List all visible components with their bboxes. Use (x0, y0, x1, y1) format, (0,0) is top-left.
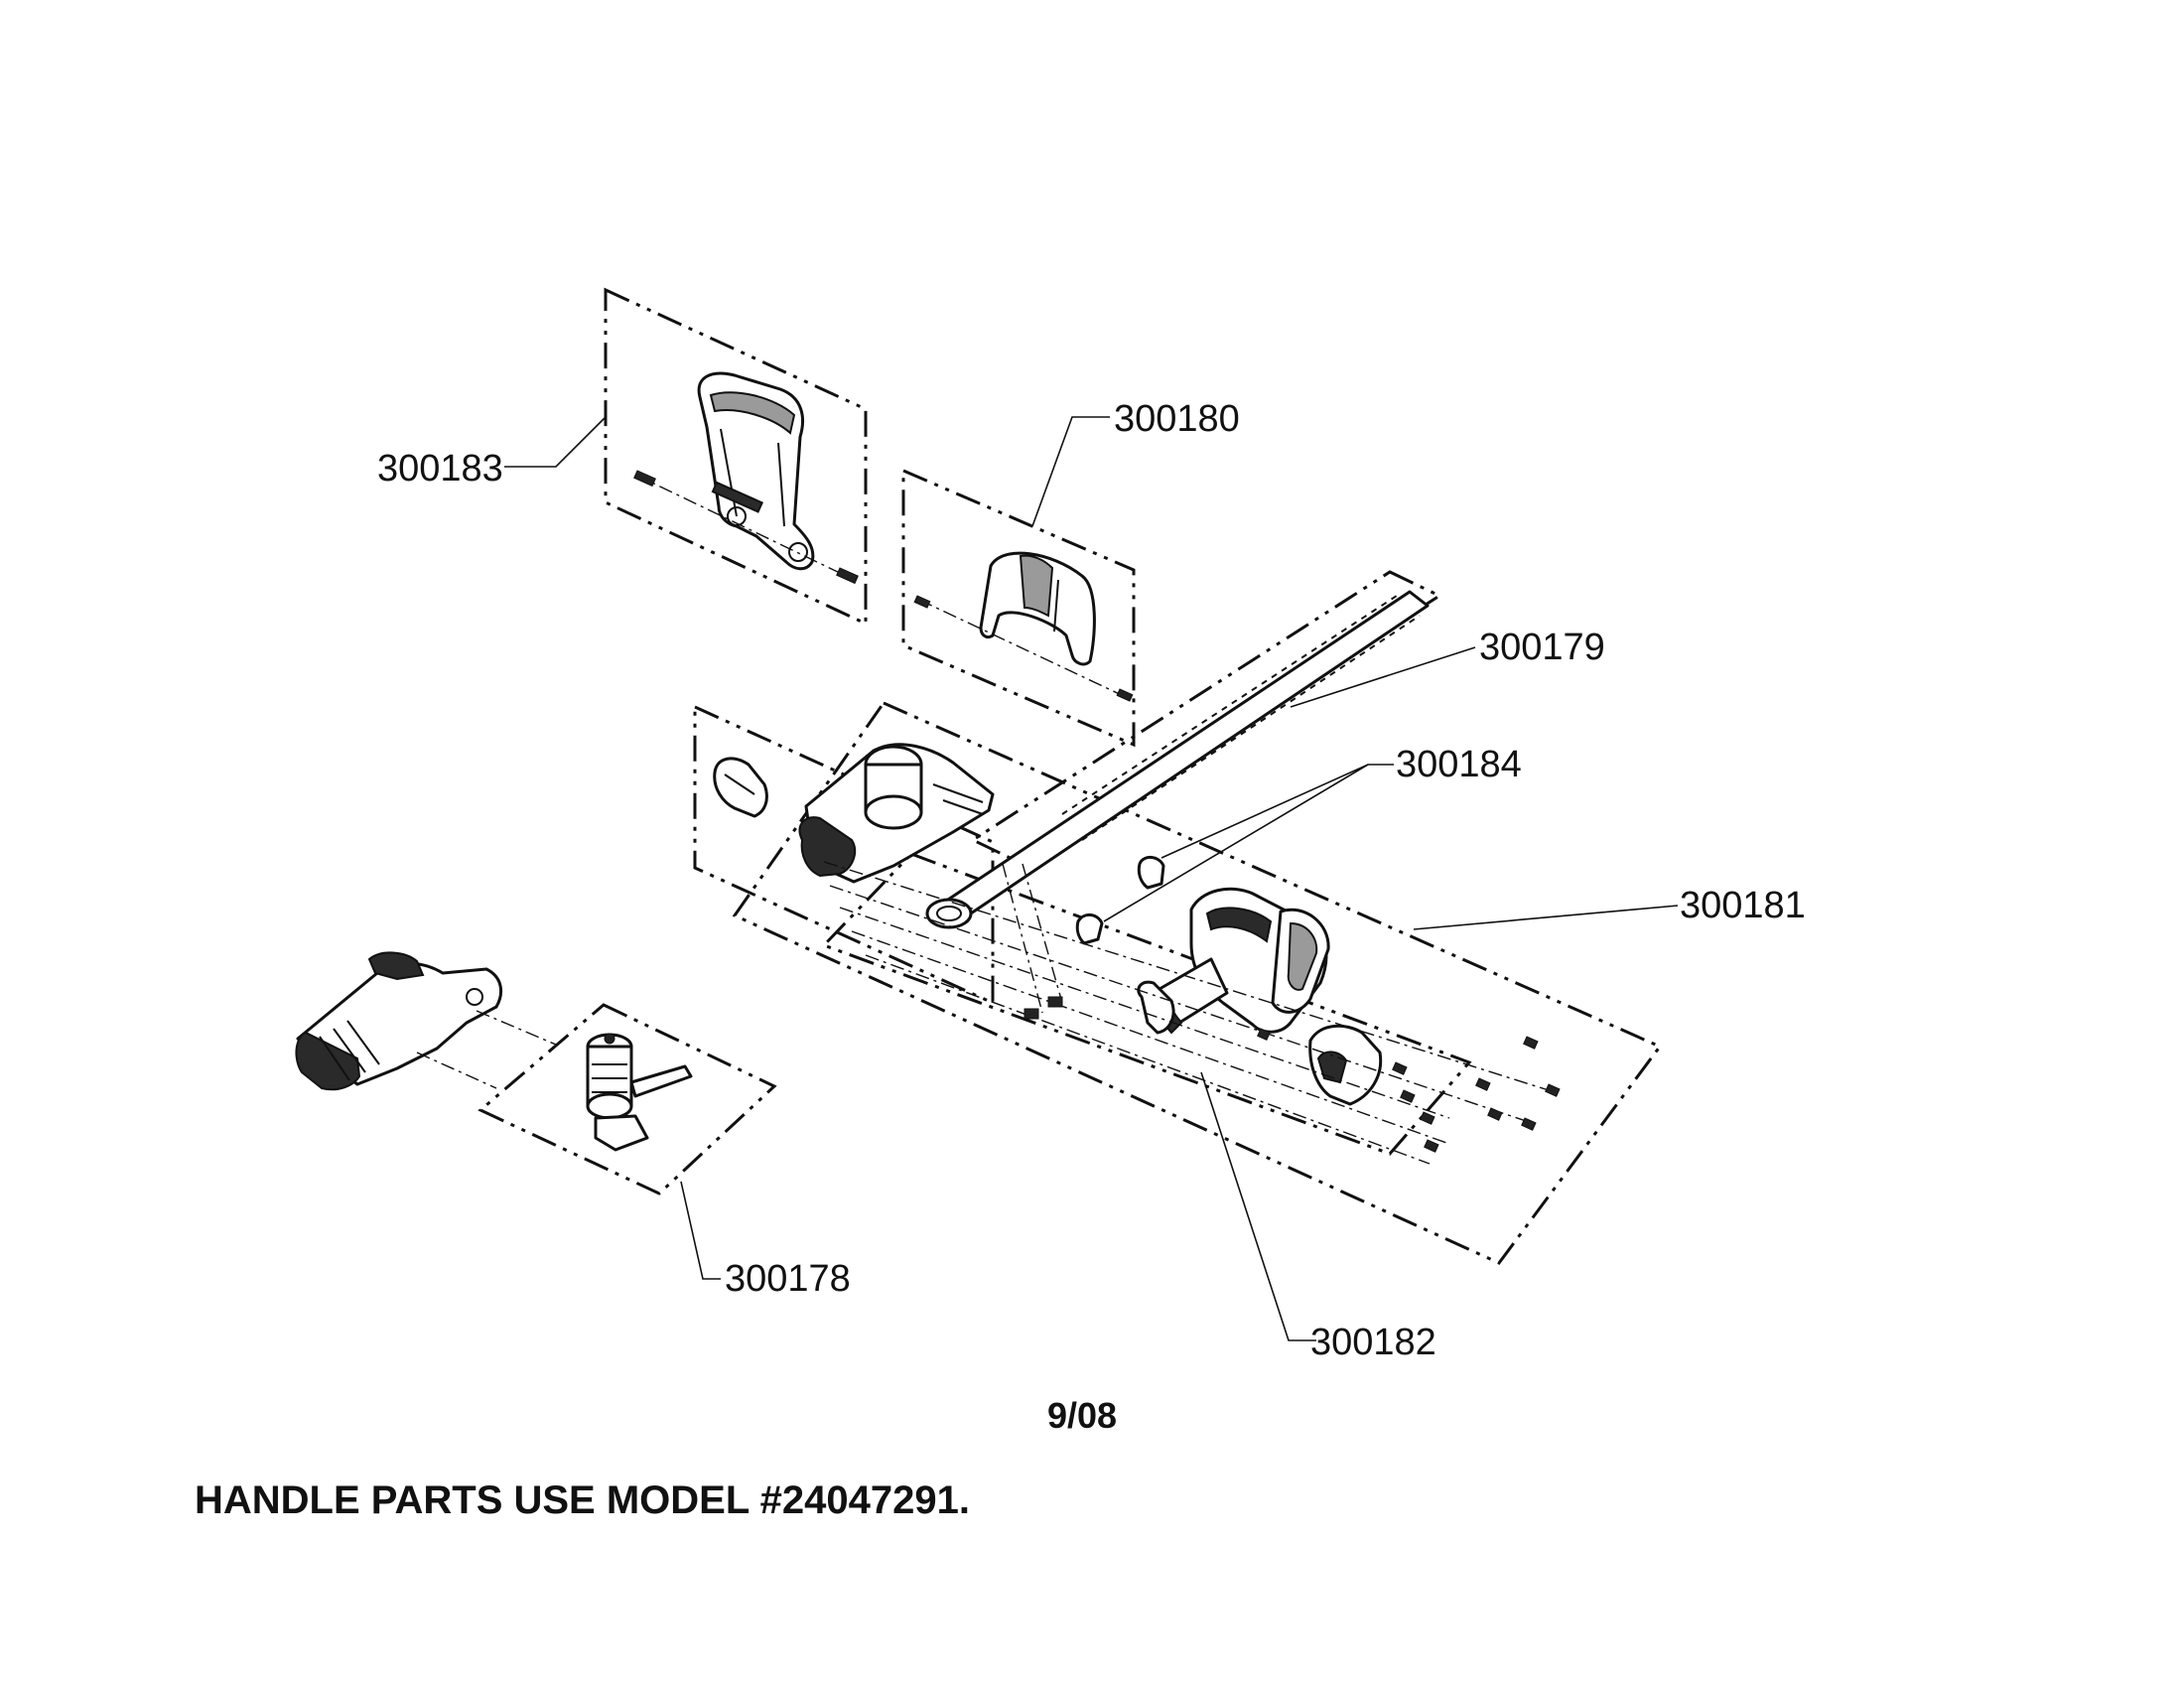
rear-housing-part (295, 951, 503, 1091)
label-300184: 300184 (1396, 744, 1522, 785)
bushing-parts-300184 (1075, 856, 1165, 945)
label-300180: 300180 (1114, 398, 1240, 440)
hand-guard-part (979, 551, 1096, 666)
group-box-motor-housing (693, 704, 995, 1006)
handle-screws (633, 470, 859, 585)
motor-part (416, 1010, 693, 1152)
date-code: 9/08 (1047, 1395, 1117, 1436)
housing-screws (1024, 996, 1561, 1153)
group-box-300180 (901, 468, 1136, 748)
guard-screws (913, 595, 1134, 702)
label-300179: 300179 (1479, 627, 1605, 668)
blade-part (925, 590, 1430, 929)
assembly-axes (823, 861, 1550, 1165)
label-300181: 300181 (1680, 885, 1806, 926)
group-box-300181 (732, 701, 1663, 1265)
group-box-blade (969, 570, 1443, 866)
group-box-300182 (821, 852, 1472, 1156)
motor-housing-half-part (713, 743, 995, 884)
label-300182: 300182 (1310, 1322, 1436, 1363)
group-box-300178 (478, 1003, 777, 1195)
label-300183: 300183 (377, 448, 503, 490)
leader-lines (504, 416, 1679, 1341)
group-box-300183 (604, 287, 868, 627)
label-300178: 300178 (725, 1258, 851, 1300)
front-handle-part (697, 371, 815, 571)
front-housing-part (1137, 887, 1330, 1035)
handle-parts-note: HANDLE PARTS USE MODEL #24047291. (195, 1478, 970, 1522)
end-cap-part (1308, 1024, 1383, 1106)
